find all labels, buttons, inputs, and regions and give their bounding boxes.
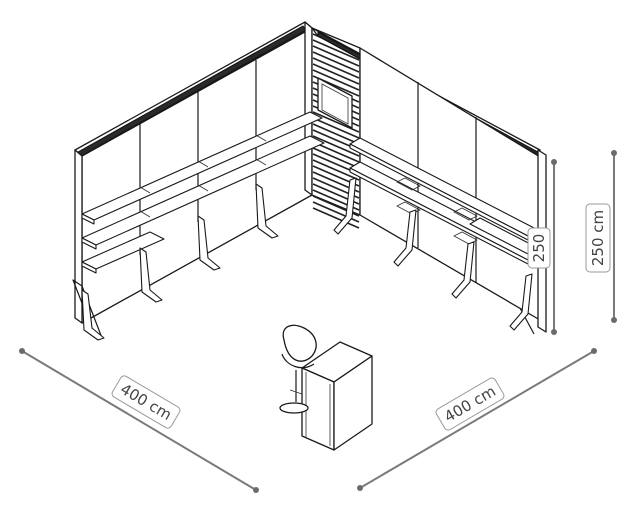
slat xyxy=(312,69,360,91)
slat xyxy=(312,117,360,139)
slat xyxy=(312,57,360,79)
slat xyxy=(312,45,360,67)
slat xyxy=(312,39,360,61)
slat xyxy=(312,141,360,163)
slat xyxy=(312,207,360,229)
slat xyxy=(312,159,360,181)
height-outer-label: 250 cm xyxy=(589,210,607,266)
left-shelves xyxy=(81,111,325,274)
height-inner-label: 250 xyxy=(530,234,548,263)
dimension-width-right: 400 cm xyxy=(357,348,597,491)
left-back-wall xyxy=(72,21,313,339)
dimension-width-left: 400 cm xyxy=(19,348,259,493)
left-legs xyxy=(81,183,279,341)
slat xyxy=(312,111,360,133)
slat xyxy=(312,147,360,169)
dimension-height-outer: 250 cm xyxy=(585,150,617,323)
reception-counter xyxy=(301,341,373,451)
slat xyxy=(312,135,360,157)
dimension-height-inner: 250 xyxy=(527,159,557,335)
right-legs xyxy=(333,177,533,331)
slat xyxy=(312,123,360,145)
right-shelves xyxy=(349,137,539,265)
slat xyxy=(312,63,360,85)
bar-stool xyxy=(279,324,317,414)
slat xyxy=(312,51,360,73)
